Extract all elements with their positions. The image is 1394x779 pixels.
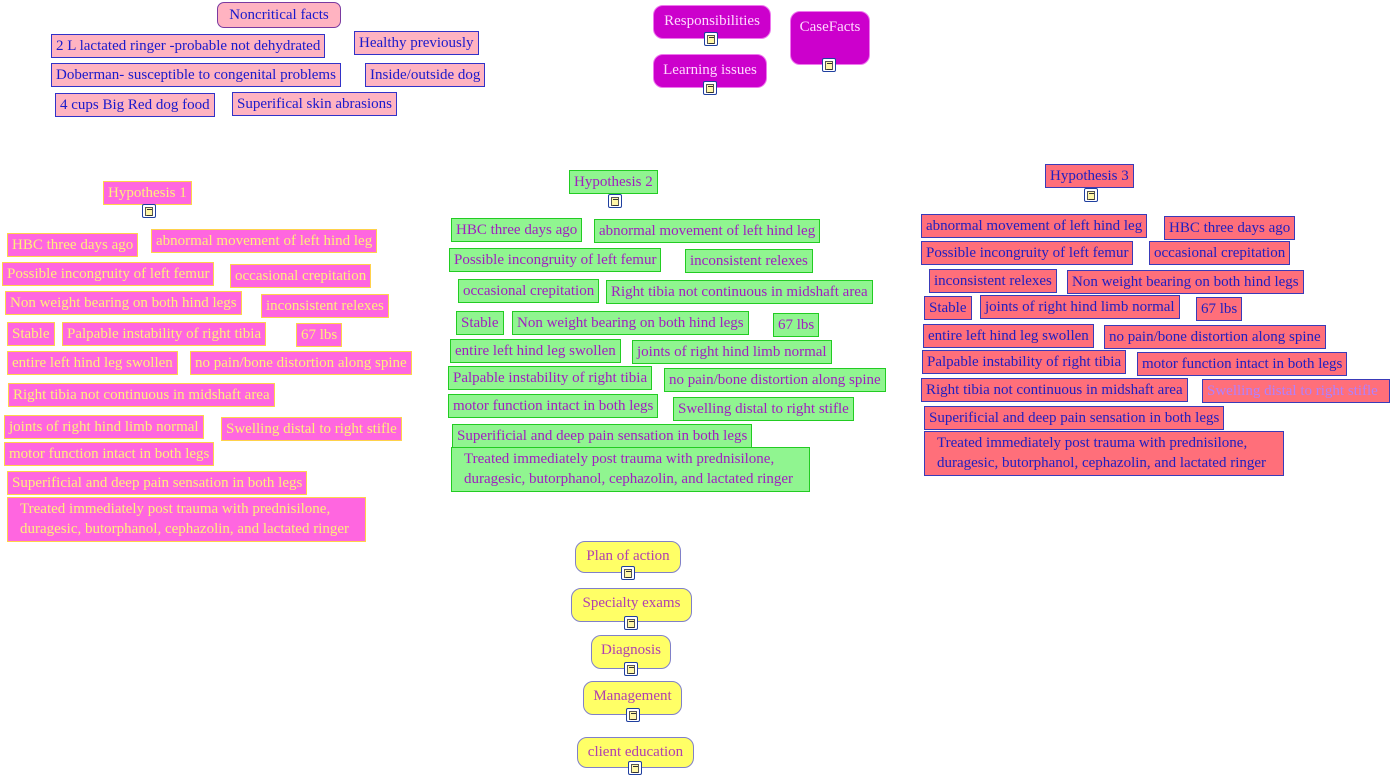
note-icon[interactable]: [608, 194, 622, 208]
hypothesis-2-item[interactable]: abnormal movement of left hind leg: [594, 219, 821, 243]
noncritical-fact[interactable]: Healthy previously: [354, 31, 479, 55]
note-icon[interactable]: [142, 204, 156, 218]
hypothesis-2-item[interactable]: joints of right hind limb normal: [632, 340, 832, 364]
hypothesis-3-item[interactable]: Treated immediately post trauma with pre…: [924, 431, 1284, 476]
hypothesis-1-item[interactable]: Treated immediately post trauma with pre…: [7, 497, 366, 542]
hypothesis-2-item[interactable]: Non weight bearing on both hind legs: [512, 311, 749, 335]
hypothesis-1-item[interactable]: entire left hind leg swollen: [7, 351, 178, 375]
note-icon[interactable]: [703, 81, 717, 95]
hypothesis-3-item[interactable]: motor function intact in both legs: [1137, 352, 1348, 376]
hypothesis-3-item[interactable]: no pain/bone distortion along spine: [1104, 325, 1326, 349]
hypothesis-1-item[interactable]: inconsistent relexes: [261, 294, 389, 318]
hypothesis-2-item[interactable]: Possible incongruity of left femur: [449, 248, 662, 272]
hypothesis-2-item[interactable]: no pain/bone distortion along spine: [664, 368, 886, 392]
hypothesis-3-item[interactable]: Superificial and deep pain sensation in …: [924, 406, 1225, 430]
hypothesis-1-item[interactable]: Superificial and deep pain sensation in …: [7, 471, 308, 495]
hypothesis-1-item[interactable]: Right tibia not continuous in midshaft a…: [8, 383, 275, 407]
hypothesis-2-item[interactable]: Swelling distal to right stifle: [673, 397, 854, 421]
hypothesis-3-item[interactable]: HBC three days ago: [1164, 216, 1296, 240]
hypothesis-2-item[interactable]: Palpable instability of right tibia: [448, 366, 653, 390]
hypothesis-2-item[interactable]: Superificial and deep pain sensation in …: [452, 424, 753, 448]
hypothesis-3-item[interactable]: Possible incongruity of left femur: [921, 241, 1134, 265]
hypothesis-1-title[interactable]: Hypothesis 1: [103, 181, 192, 205]
hypothesis-3-item[interactable]: joints of right hind limb normal: [980, 295, 1180, 319]
hypothesis-3-item[interactable]: abnormal movement of left hind leg: [921, 214, 1148, 238]
hypothesis-2-item[interactable]: motor function intact in both legs: [448, 394, 659, 418]
hypothesis-1-item[interactable]: occasional crepitation: [230, 264, 372, 288]
note-icon[interactable]: [624, 662, 638, 676]
note-icon[interactable]: [624, 616, 638, 630]
hypothesis-2-item[interactable]: Right tibia not continuous in midshaft a…: [606, 280, 873, 304]
hypothesis-2-item[interactable]: inconsistent relexes: [685, 249, 813, 273]
hypothesis-3-item[interactable]: Swelling distal to right stifle: [1202, 379, 1390, 403]
note-icon[interactable]: [822, 58, 836, 72]
note-icon[interactable]: [621, 566, 635, 580]
noncritical-fact[interactable]: 2 L lactated ringer -probable not dehydr…: [51, 34, 326, 58]
hypothesis-2-item[interactable]: occasional crepitation: [458, 279, 600, 303]
note-icon[interactable]: [628, 761, 642, 775]
hypothesis-1-item[interactable]: abnormal movement of left hind leg: [151, 229, 378, 253]
hypothesis-1-item[interactable]: joints of right hind limb normal: [4, 415, 204, 439]
hypothesis-3-item[interactable]: 67 lbs: [1196, 297, 1243, 321]
hypothesis-3-item[interactable]: Non weight bearing on both hind legs: [1067, 270, 1304, 294]
noncritical-fact[interactable]: 4 cups Big Red dog food: [55, 93, 215, 117]
hypothesis-2-title[interactable]: Hypothesis 2: [569, 170, 658, 194]
diagnosis-button[interactable]: Diagnosis: [591, 635, 671, 669]
hypothesis-1-item[interactable]: Possible incongruity of left femur: [2, 262, 215, 286]
hypothesis-3-item[interactable]: Palpable instability of right tibia: [922, 350, 1127, 374]
hypothesis-2-item[interactable]: entire left hind leg swollen: [450, 339, 621, 363]
hypothesis-1-item[interactable]: Stable: [7, 322, 55, 346]
hypothesis-1-item[interactable]: Swelling distal to right stifle: [221, 417, 402, 441]
hypothesis-2-item[interactable]: HBC three days ago: [451, 218, 583, 242]
note-icon[interactable]: [704, 32, 718, 46]
note-icon[interactable]: [1084, 188, 1098, 202]
hypothesis-3-title[interactable]: Hypothesis 3: [1045, 164, 1134, 188]
hypothesis-1-item[interactable]: Non weight bearing on both hind legs: [5, 291, 242, 315]
hypothesis-1-item[interactable]: HBC three days ago: [7, 233, 139, 257]
hypothesis-2-item[interactable]: Treated immediately post trauma with pre…: [451, 447, 810, 492]
hypothesis-3-item[interactable]: entire left hind leg swollen: [923, 324, 1094, 348]
management-button[interactable]: Management: [583, 681, 682, 715]
note-icon[interactable]: [626, 708, 640, 722]
hypothesis-1-item[interactable]: motor function intact in both legs: [4, 442, 215, 466]
hypothesis-1-item[interactable]: no pain/bone distortion along spine: [190, 351, 412, 375]
hypothesis-3-item[interactable]: occasional crepitation: [1149, 241, 1291, 265]
noncritical-facts-header[interactable]: Noncritical facts: [217, 2, 341, 28]
hypothesis-2-item[interactable]: Stable: [456, 311, 504, 335]
noncritical-fact[interactable]: Doberman- susceptible to congenital prob…: [51, 63, 341, 87]
hypothesis-1-item[interactable]: Palpable instability of right tibia: [62, 322, 267, 346]
hypothesis-3-item[interactable]: inconsistent relexes: [929, 269, 1057, 293]
hypothesis-3-item[interactable]: Stable: [924, 296, 972, 320]
hypothesis-2-item[interactable]: 67 lbs: [773, 313, 820, 337]
hypothesis-3-item[interactable]: Right tibia not continuous in midshaft a…: [921, 378, 1188, 402]
case-facts-button[interactable]: CaseFacts: [790, 11, 870, 65]
noncritical-fact[interactable]: Superifical skin abrasions: [232, 92, 397, 116]
hypothesis-1-item[interactable]: 67 lbs: [296, 323, 343, 347]
noncritical-fact[interactable]: Inside/outside dog: [365, 63, 486, 87]
